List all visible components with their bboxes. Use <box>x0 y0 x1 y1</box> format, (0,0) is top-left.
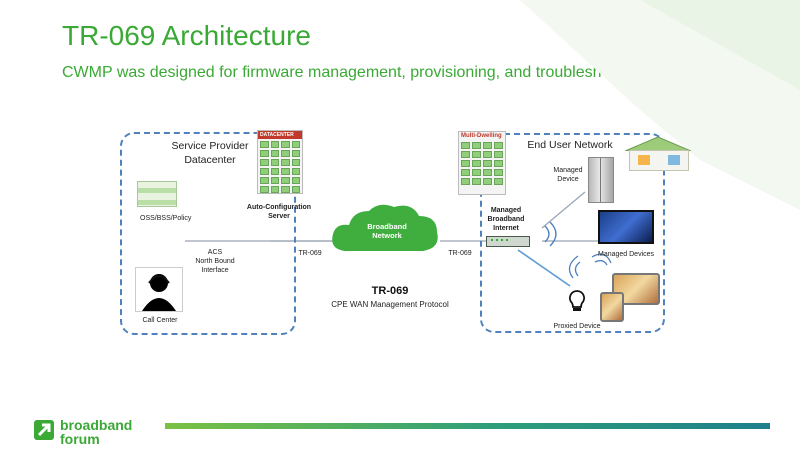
protocol-title: TR-069 <box>371 285 409 297</box>
managed-device-label: Managed Device <box>553 167 583 183</box>
wifi-signal-icon-3 <box>591 253 612 266</box>
cloud-label: Broadband Network <box>367 222 407 241</box>
call-center-label: Call Center <box>142 317 178 324</box>
oss-label: OSS/BSS/Policy <box>140 215 192 222</box>
slide-title: TR-069 Architecture <box>62 20 311 51</box>
acs-rack-icon: DATACENTER <box>257 130 303 194</box>
multi-dwelling-building-icon: Multi-Dwelling <box>458 131 506 195</box>
oss-server-icon <box>137 181 177 207</box>
wifi-signal-icon-2 <box>568 255 581 279</box>
protocol-subtitle: CPE WAN Management Protocol <box>331 300 449 309</box>
multi-dwelling-label: Multi-Dwelling <box>461 133 502 139</box>
link-gateway-to-bulb <box>517 249 571 287</box>
proxied-device-label: Proxied Device <box>553 323 601 330</box>
smart-bulb-icon <box>567 289 587 315</box>
service-provider-region <box>120 132 296 335</box>
house-body <box>629 150 689 171</box>
smartphone-icon <box>600 292 624 322</box>
broadband-cloud-icon <box>327 203 447 265</box>
nbi-label: ACS North Bound Interface <box>195 249 235 274</box>
acs-label: Auto-Configuration Server <box>246 204 312 220</box>
call-center-agent-icon <box>135 267 183 312</box>
rack-grid <box>258 139 302 195</box>
end-user-region <box>480 133 665 333</box>
datacenter-tag: DATACENTER <box>258 131 302 139</box>
service-provider-title: Service Provider Datacenter <box>171 140 249 166</box>
link-gateway-to-fridge <box>541 191 586 229</box>
tr069-link-right-label: TR-069 <box>448 250 472 257</box>
home-house-icon <box>625 137 691 171</box>
broadband-forum-logo: broadband forum <box>60 417 133 447</box>
footer-gradient-bar <box>165 423 770 429</box>
building-windows <box>459 140 505 187</box>
smart-tv-icon <box>598 210 654 244</box>
wifi-signal-icon <box>544 221 557 247</box>
gateway-label: Managed Broadband Internet <box>487 207 525 232</box>
smart-fridge-icon <box>588 157 614 203</box>
broadband-forum-arrow-icon <box>34 418 56 440</box>
tr069-link-left-label: TR-069 <box>298 250 322 257</box>
broadband-gateway-router-icon <box>486 236 530 247</box>
managed-devices-label: Managed Devices <box>597 251 655 258</box>
end-user-title: End User Network <box>527 139 613 151</box>
